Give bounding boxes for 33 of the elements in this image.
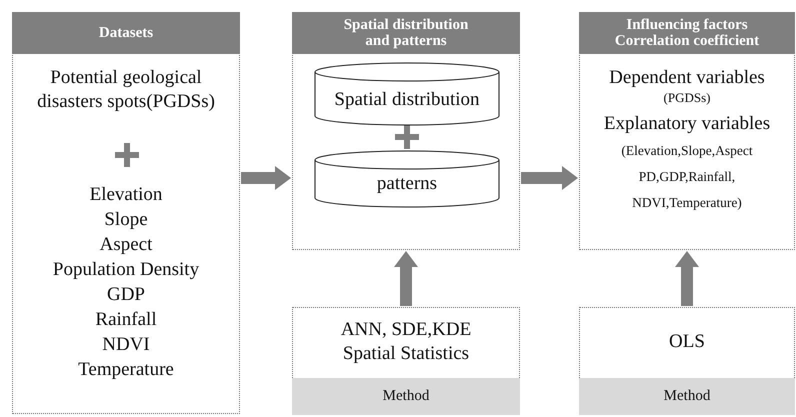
method-label: Method: [292, 378, 520, 415]
variable-list: Population Density: [13, 257, 239, 282]
text-label: Potential geological disasters spots(PGDSs): [36, 66, 216, 114]
cylinder: [314, 62, 500, 126]
block-arrow: [521, 166, 578, 190]
panel-header: Influencing factors Correlation coefficient: [579, 12, 795, 54]
text-label: (Elevation,Slope,Aspect PD,GDP,Rainfall, NDVI,Temperature): [620, 142, 754, 212]
variable-list: Temperature: [13, 357, 239, 382]
text-label: Explanatory variables: [602, 112, 772, 136]
text-label: (PGDSs): [662, 90, 712, 106]
variable-list: NDVI: [13, 332, 239, 357]
method-box: [292, 307, 520, 414]
text-label: OLS: [668, 330, 706, 354]
variable-list: Slope: [13, 207, 239, 232]
cylinder: [314, 150, 500, 208]
block-arrow: [394, 251, 418, 306]
method-label: Method: [579, 378, 795, 415]
panel: [292, 12, 520, 250]
method-box: [579, 307, 795, 414]
text-label: Spatial distribution: [333, 88, 481, 112]
panel-header: Datasets: [12, 12, 240, 54]
variable-list: GDP: [13, 282, 239, 307]
panel: [12, 12, 240, 414]
panel-header: Spatial distribution and patterns: [292, 12, 520, 54]
variable-list: Elevation: [13, 182, 239, 207]
panel: [579, 12, 795, 250]
text-label: ANN, SDE,KDE Spatial Statistics: [340, 318, 472, 366]
block-arrow: [675, 251, 699, 306]
block-arrow: [241, 166, 291, 190]
text-label: Dependent variables: [608, 66, 766, 90]
text-label: patterns: [376, 172, 438, 196]
variable-list: Rainfall: [13, 307, 239, 332]
variable-list: Aspect: [13, 232, 239, 257]
